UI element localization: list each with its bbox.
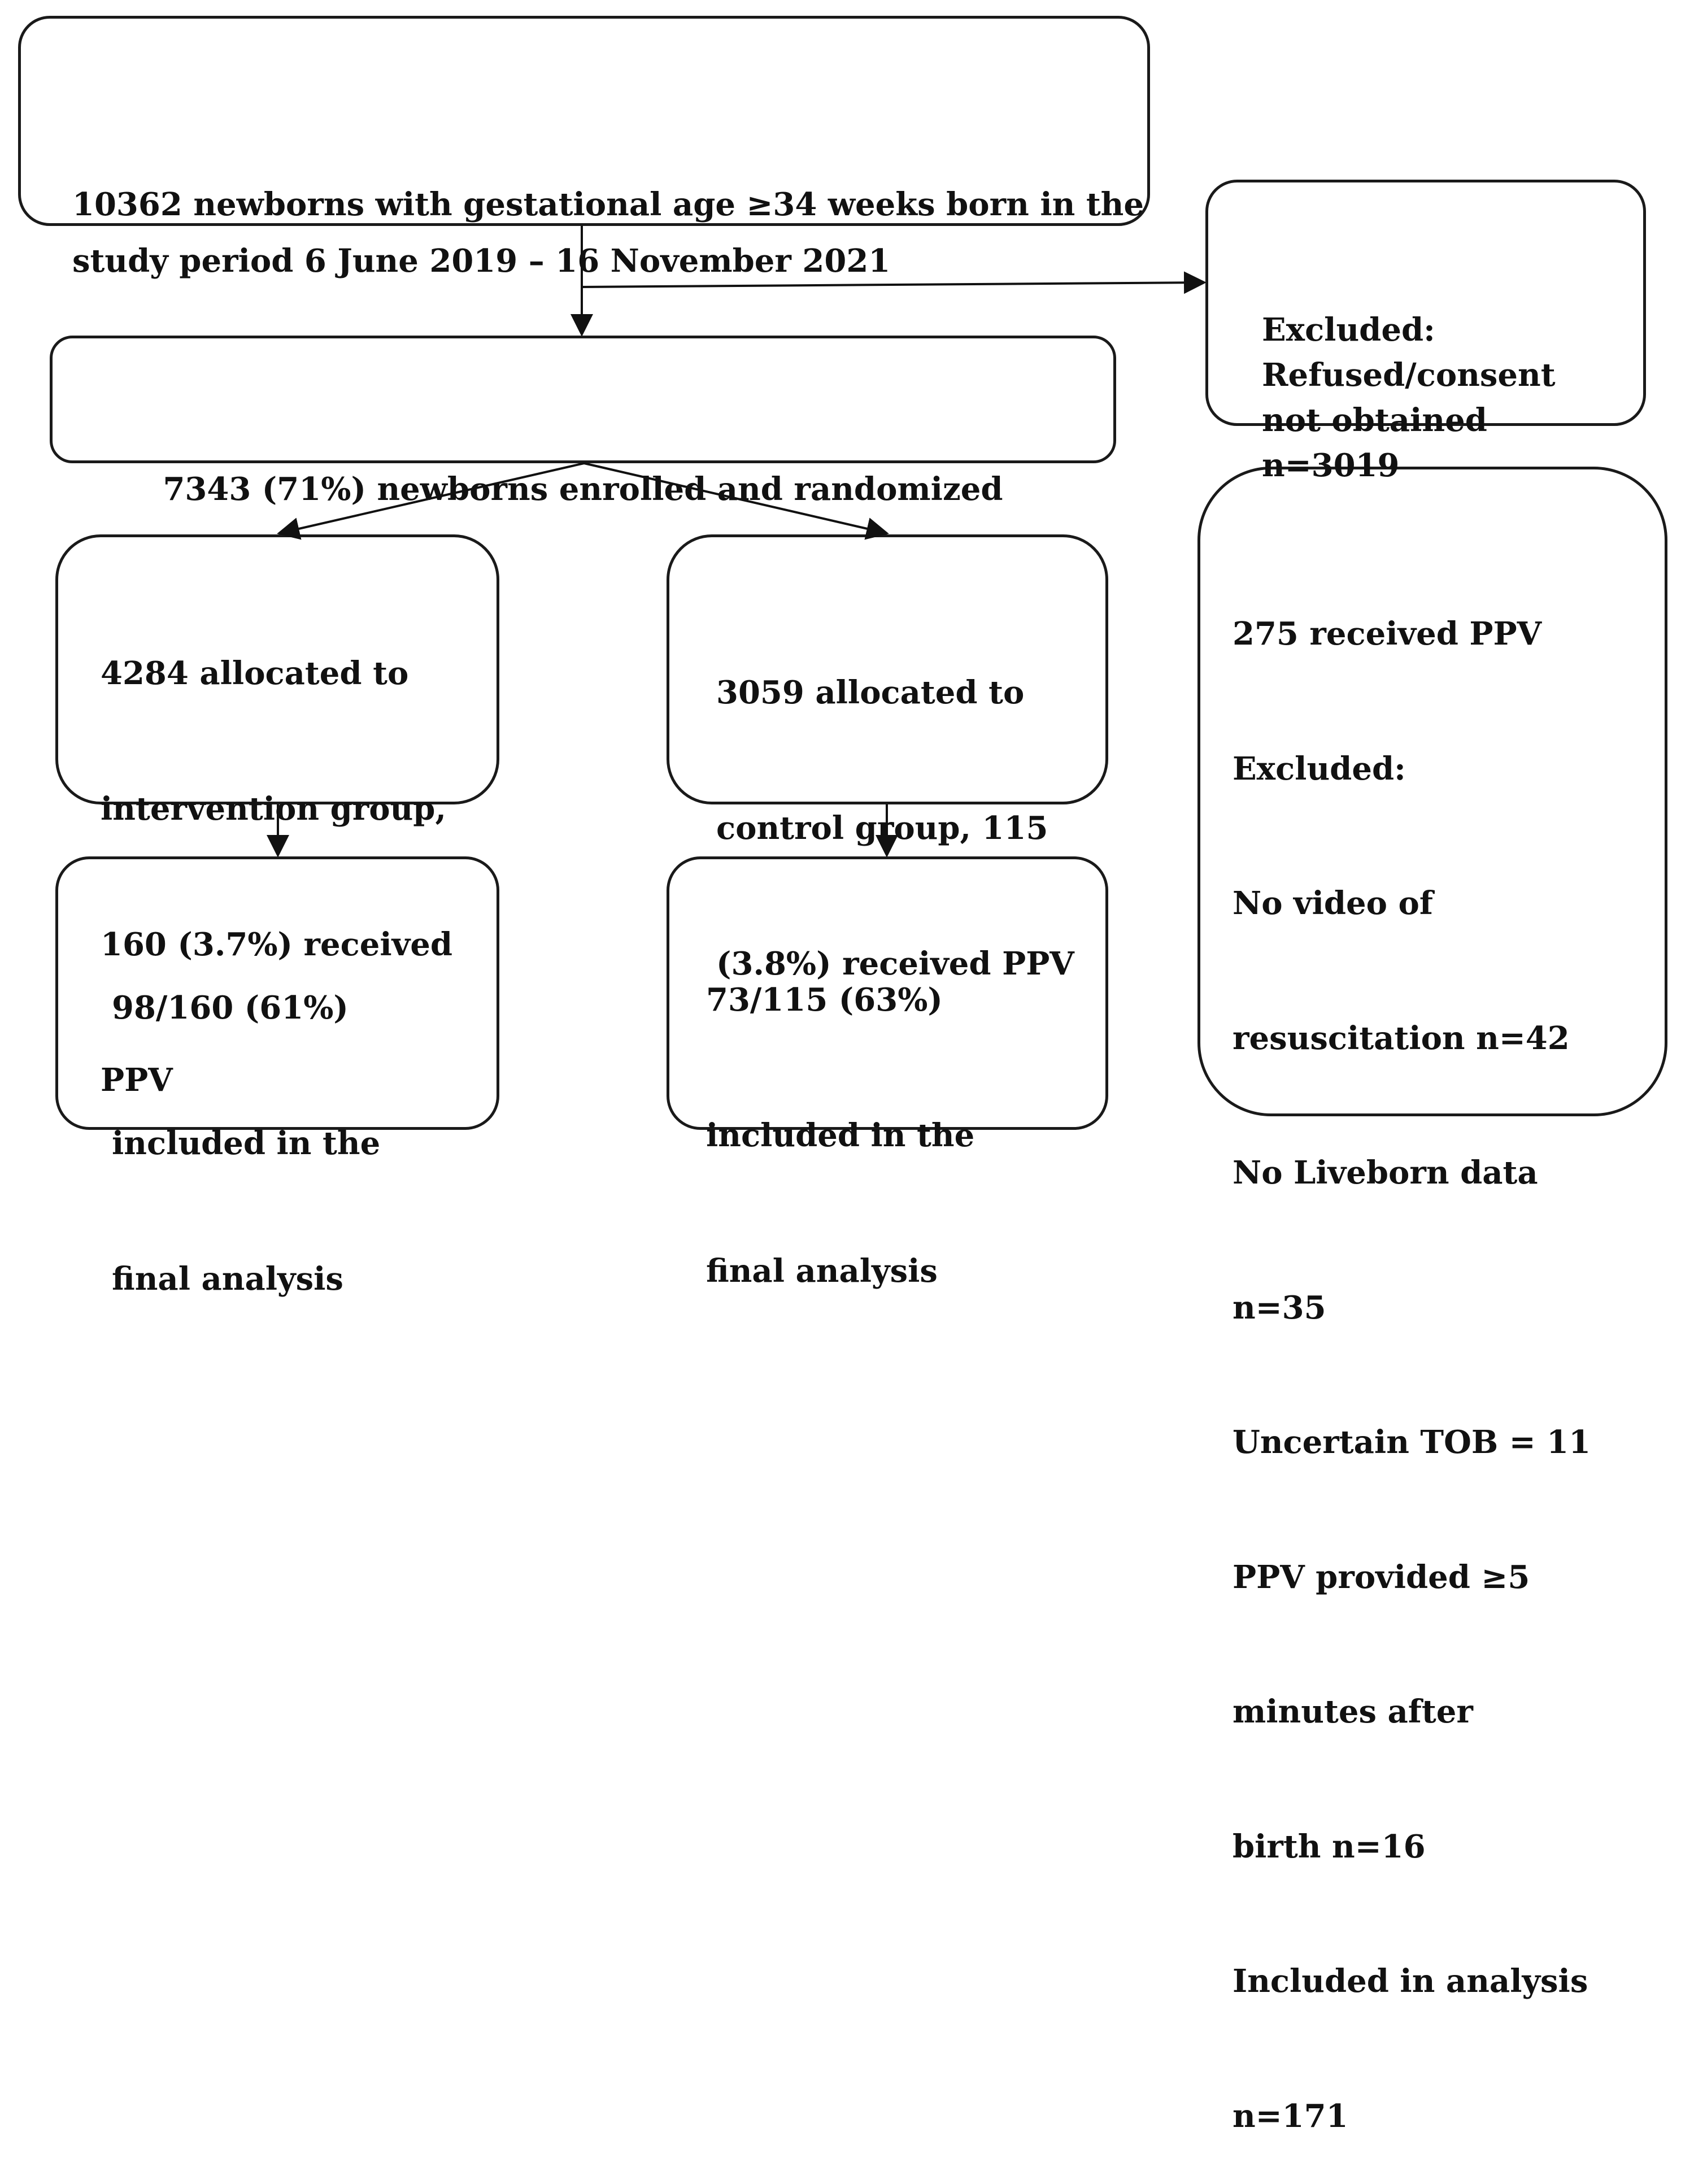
- excluded-consent-box: [1205, 180, 1646, 426]
- intervention-final-line-1: 98/160 (61%): [112, 989, 349, 1026]
- enrolled-text: 7343 (71%) newborns enrolled and randomi…: [50, 376, 1116, 557]
- ppv-summary-line-4: resuscitation n=42: [1233, 1019, 1570, 1057]
- intervention-final-line-3: final analysis: [112, 1260, 343, 1298]
- population-line-2: study period 6 June 2019 – 16 November 2…: [72, 242, 891, 280]
- ppv-summary-box: [1197, 467, 1667, 1116]
- intervention-box: [55, 534, 499, 804]
- population-text: 10362 newborns with gestational age ≥34 …: [72, 63, 1144, 280]
- ppv-summary-line-6: n=35: [1233, 1289, 1326, 1326]
- excluded-consent-line-2: Refused/consent: [1262, 356, 1556, 394]
- population-line-1: 10362 newborns with gestational age ≥34 …: [72, 186, 1144, 223]
- ppv-summary-line-1: 275 received PPV: [1233, 615, 1542, 652]
- ppv-summary-line-9: minutes after: [1233, 1693, 1473, 1730]
- intervention-line-3: 160 (3.7%) received: [101, 926, 452, 963]
- intervention-line-1: 4284 allocated to: [101, 655, 409, 692]
- control-final-line-1: 73/115 (63%): [706, 981, 943, 1019]
- intervention-line-4: PPV: [101, 1061, 173, 1099]
- control-text: 3059 allocated to control group, 115 (3.…: [716, 580, 1074, 1032]
- ppv-summary-line-12: n=171: [1233, 2097, 1348, 2135]
- flow-connectors: [267, 226, 1207, 858]
- control-final-line-3: final analysis: [706, 1252, 938, 1290]
- ppv-summary-line-8: PPV provided ≥5: [1233, 1558, 1530, 1596]
- ppv-summary-line-11: Included in analysis: [1233, 1963, 1588, 2000]
- intervention-final-box: [55, 856, 499, 1130]
- control-final-box: [667, 856, 1108, 1130]
- excluded-consent-heading: Excluded:: [1262, 311, 1435, 349]
- control-line-2: control group, 115: [716, 810, 1048, 847]
- ppv-summary-line-7: Uncertain TOB = 11: [1233, 1424, 1591, 1461]
- ppv-summary-line-10: birth n=16: [1233, 1828, 1426, 1865]
- population-box: [18, 16, 1150, 226]
- control-line-1: 3059 allocated to: [716, 674, 1025, 711]
- intervention-text: 4284 allocated to intervention group, 16…: [101, 560, 452, 1148]
- ppv-summary-line-2: Excluded:: [1233, 750, 1406, 788]
- enrolled-box: [50, 336, 1116, 463]
- arrow-enrolled-to-intervention: [277, 462, 585, 540]
- enrolled-line-1: 7343 (71%) newborns enrolled and randomi…: [163, 471, 1003, 508]
- ppv-summary-line-3: No video of: [1233, 885, 1433, 922]
- intervention-line-2: intervention group,: [101, 790, 446, 828]
- excluded-consent-text: Excluded: Refused/consent not obtained n…: [1262, 217, 1556, 484]
- ppv-summary-line-5: No Liveborn data: [1233, 1154, 1538, 1191]
- excluded-consent-count: n=3019: [1262, 447, 1400, 484]
- arrow-enrolled-to-control: [583, 462, 889, 540]
- control-box: [667, 534, 1108, 804]
- arrow-to-excluded-consent: [581, 271, 1207, 294]
- control-line-3: (3.8%) received PPV: [716, 945, 1074, 982]
- excluded-consent-line-3: not obtained: [1262, 402, 1487, 439]
